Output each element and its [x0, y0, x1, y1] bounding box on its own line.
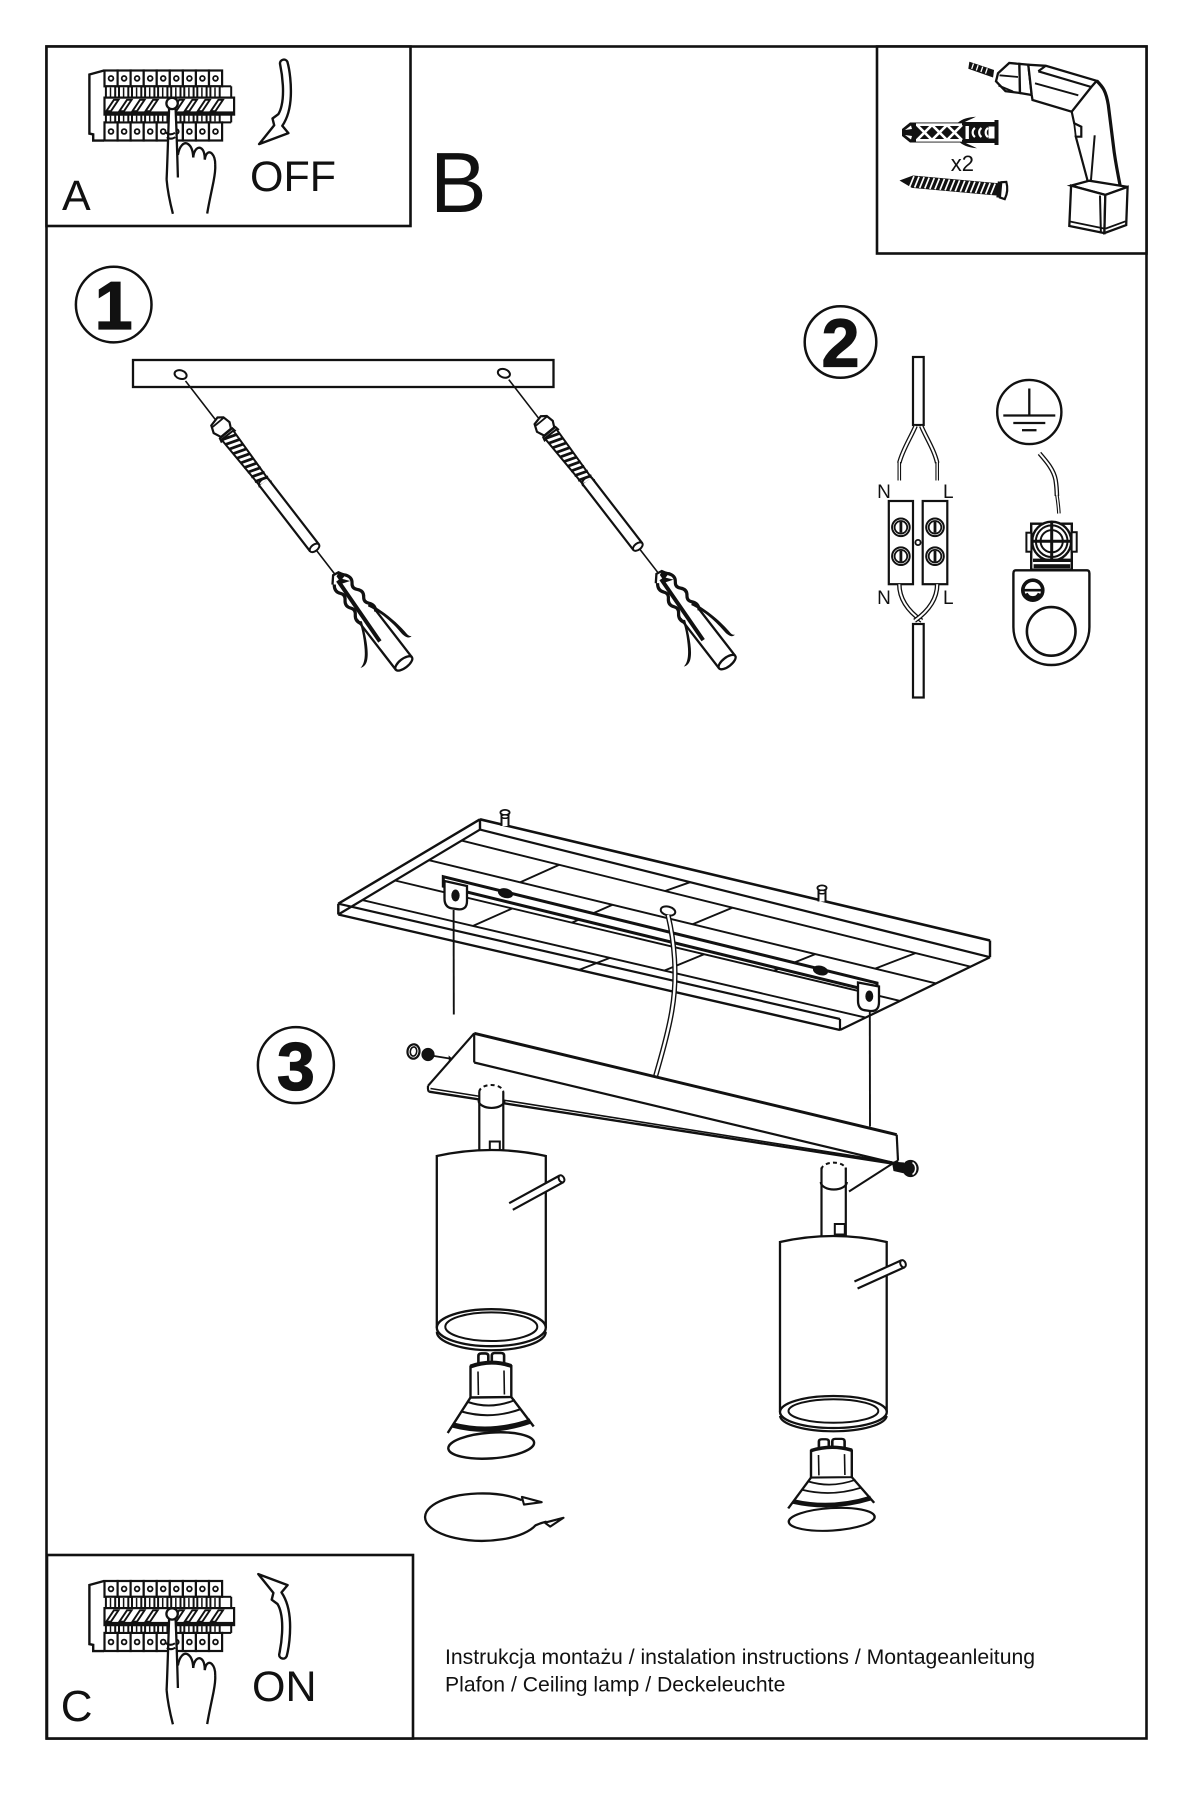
svg-text:x2: x2 — [951, 151, 974, 176]
svg-text:N: N — [877, 588, 891, 609]
svg-text:Plafon / Ceiling lamp / Deckel: Plafon / Ceiling lamp / Deckeleuchte — [445, 1674, 785, 1697]
svg-text:Instrukcja montażu / instalati: Instrukcja montażu / instalation instruc… — [445, 1646, 1035, 1669]
svg-text:C: C — [61, 1682, 93, 1731]
svg-text:N: N — [877, 482, 891, 503]
svg-text:OFF: OFF — [250, 153, 336, 201]
svg-text:L: L — [943, 588, 954, 609]
svg-text:3: 3 — [277, 1029, 315, 1105]
svg-text:L: L — [943, 482, 954, 503]
svg-text:2: 2 — [822, 306, 860, 382]
svg-text:B: B — [430, 136, 487, 231]
svg-text:1: 1 — [95, 268, 133, 344]
svg-text:ON: ON — [252, 1663, 317, 1711]
svg-text:A: A — [62, 172, 91, 220]
